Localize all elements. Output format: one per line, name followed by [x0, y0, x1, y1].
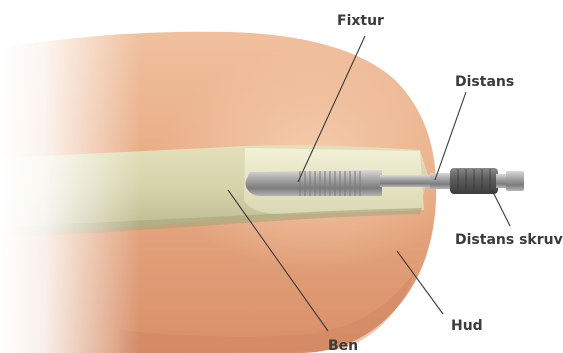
label-distans: Distans [455, 74, 514, 90]
label-ben: Ben [328, 338, 358, 353]
label-fixtur: Fixtur [337, 13, 384, 29]
label-distans-skruv: Distans skruv [455, 232, 563, 248]
label-hud: Hud [451, 318, 483, 334]
